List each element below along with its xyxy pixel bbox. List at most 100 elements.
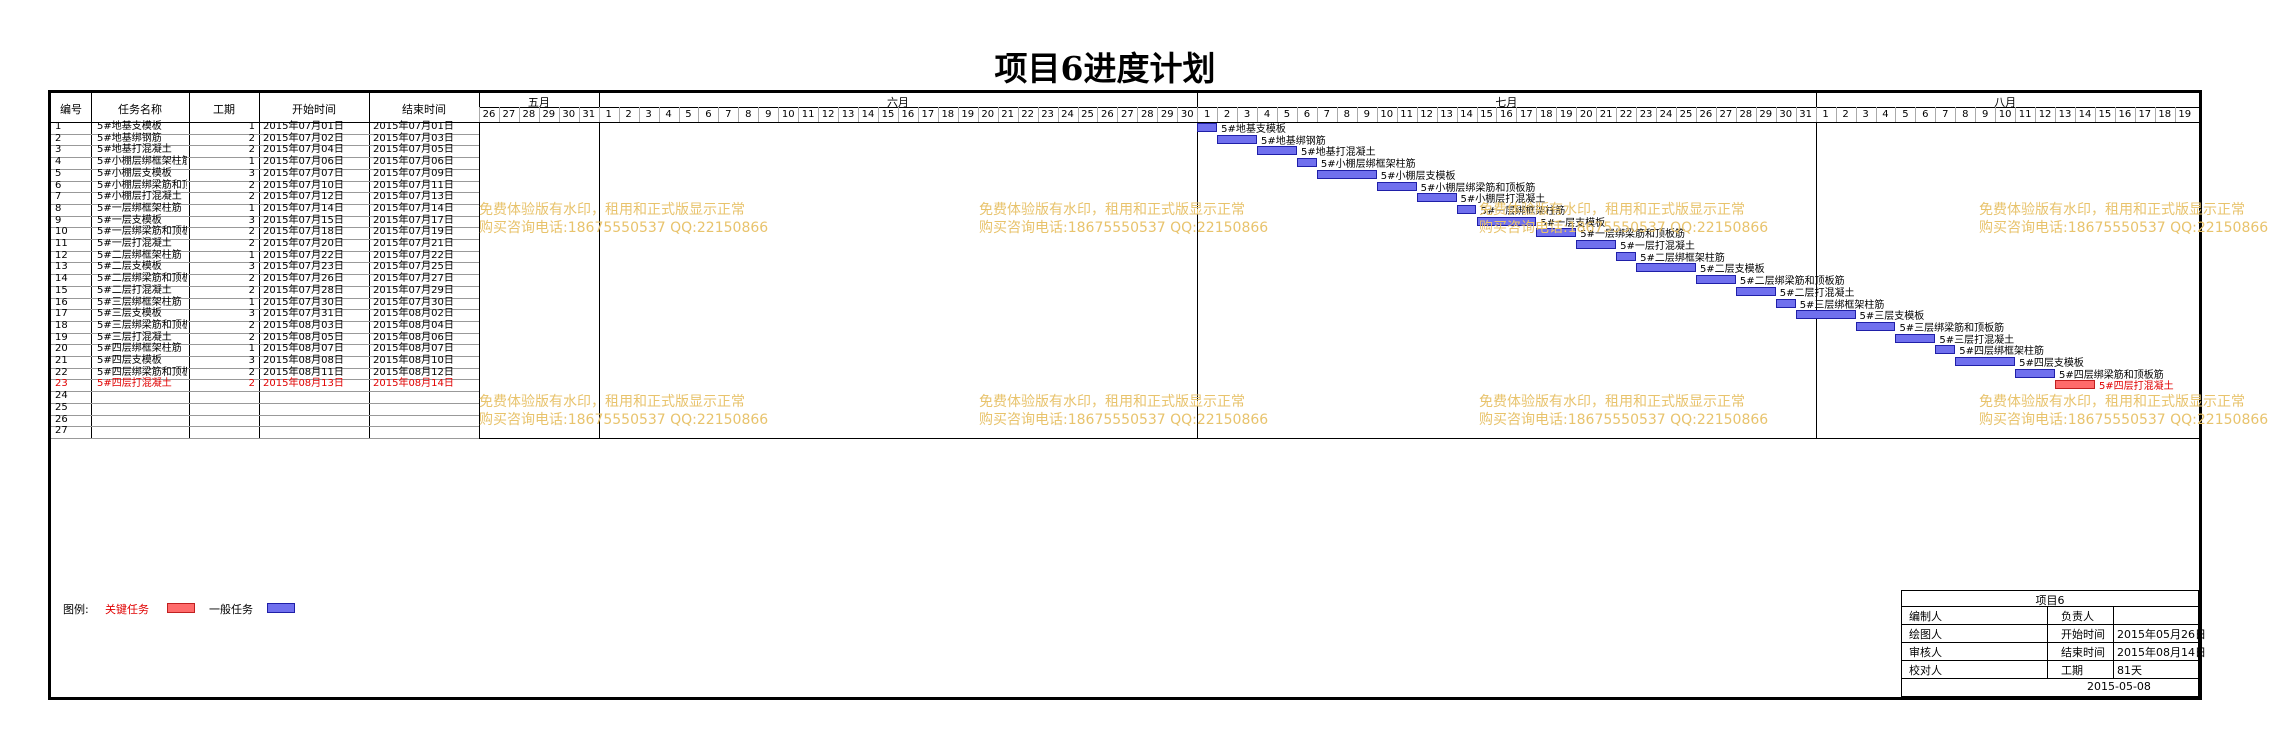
month-label: 八月 xyxy=(1994,96,2017,109)
day-divider xyxy=(718,107,720,122)
task-end: 2015年08月07日 xyxy=(373,343,454,355)
day-label: 15 xyxy=(2098,109,2112,120)
task-bar[interactable] xyxy=(1536,228,1577,238)
watermark: 免费体验版有水印，租用和正式版显示正常购买咨询电话:18675550537 QQ… xyxy=(479,201,768,237)
task-bar-label: 5#一层绑框架柱筋 xyxy=(1480,205,1566,217)
task-duration: 2 xyxy=(248,144,255,156)
day-label: 9 xyxy=(765,109,772,120)
task-bar[interactable] xyxy=(1955,357,2016,366)
watermark-line: 购买咨询电话:18675550537 QQ:22150866 xyxy=(1979,220,2269,236)
task-duration: 2 xyxy=(248,226,255,238)
day-divider xyxy=(1017,107,1019,122)
day-divider xyxy=(1157,107,1159,122)
task-start: 2015年08月08日 xyxy=(263,355,344,366)
task-bar[interactable] xyxy=(1855,321,1896,331)
row-divider xyxy=(51,356,479,357)
row-divider xyxy=(51,133,479,135)
task-bar-label: 5#二层打混凝土 xyxy=(1779,287,1855,299)
day-divider xyxy=(598,107,600,122)
day-label: 29 xyxy=(1160,109,1174,120)
task-start: 2015年07月07日 xyxy=(263,167,344,179)
task-start: 2015年07月20日 xyxy=(263,238,344,249)
day-divider xyxy=(798,107,800,122)
row-divider xyxy=(51,332,479,334)
watermark-line: 免费体验版有水印，租用和正式版显示正常 xyxy=(979,202,1245,218)
task-end: 2015年07月14日 xyxy=(373,202,454,214)
info-box-label: 开始时间 xyxy=(2061,628,2105,641)
info-box-label: 审核人 xyxy=(1909,646,1942,659)
task-name: 5#小棚层绑框架柱筋 xyxy=(97,156,187,168)
task-bar[interactable] xyxy=(2015,368,2056,378)
task-bar[interactable] xyxy=(1456,204,1477,214)
day-divider xyxy=(1296,107,1298,122)
empty-row-id: 26 xyxy=(55,413,68,425)
day-divider xyxy=(937,107,939,122)
task-bar[interactable] xyxy=(1695,275,1736,285)
day-label: 27 xyxy=(1120,109,1134,120)
day-label: 18 xyxy=(2158,109,2172,120)
day-divider xyxy=(2154,107,2156,122)
task-bar[interactable] xyxy=(1217,134,1258,144)
day-label: 2 xyxy=(1842,109,1849,120)
task-id: 3 xyxy=(55,144,62,156)
day-label: 5 xyxy=(1902,109,1909,120)
task-bar[interactable] xyxy=(1476,216,1537,226)
task-id: 17 xyxy=(55,308,68,320)
watermark: 免费体验版有水印，租用和正式版显示正常购买咨询电话:18675550537 QQ… xyxy=(1479,393,1768,429)
task-id: 2 xyxy=(55,132,62,144)
task-start: 2015年08月11日 xyxy=(263,366,344,378)
day-divider xyxy=(1935,107,1937,122)
task-bar[interactable] xyxy=(1935,345,1956,355)
day-label: 7 xyxy=(1323,109,1331,120)
day-label: 22 xyxy=(1619,109,1633,120)
day-label: 17 xyxy=(921,109,935,120)
day-label: 14 xyxy=(1460,109,1473,120)
task-bar[interactable] xyxy=(1257,146,1297,156)
day-label: 30 xyxy=(1779,109,1793,120)
task-bar[interactable] xyxy=(1376,181,1417,191)
task-name: 5#三层支模板 xyxy=(97,308,162,320)
day-divider xyxy=(1636,107,1638,122)
task-bar[interactable] xyxy=(1296,158,1317,168)
task-end: 2015年08月04日 xyxy=(373,319,454,331)
task-bar[interactable] xyxy=(2055,380,2095,390)
day-divider xyxy=(1556,107,1558,122)
task-bar[interactable] xyxy=(1735,286,1776,296)
day-label: 30 xyxy=(562,109,576,120)
day-divider xyxy=(2055,107,2057,122)
task-bar[interactable] xyxy=(1795,310,1856,320)
day-label: 11 xyxy=(801,109,815,120)
info-box-row-line xyxy=(1901,678,2199,679)
column-header-id: 编号 xyxy=(60,103,82,116)
task-bar[interactable] xyxy=(1775,298,1796,308)
month-divider xyxy=(479,107,2199,108)
task-bar-label: 5#地基绑钢筋 xyxy=(1261,135,1326,147)
day-label: 13 xyxy=(1440,109,1453,120)
task-name: 5#小棚层打混凝土 xyxy=(97,191,182,203)
day-divider xyxy=(758,107,760,122)
day-divider xyxy=(1336,107,1338,122)
task-bar[interactable] xyxy=(1576,240,1617,249)
task-bar[interactable] xyxy=(1316,169,1377,179)
task-id: 19 xyxy=(55,331,68,343)
task-bar-label: 5#小棚层打混凝土 xyxy=(1460,194,1546,206)
task-end: 2015年08月06日 xyxy=(373,331,454,343)
watermark-line: 免费体验版有水印，租用和正式版显示正常 xyxy=(479,394,745,410)
empty-row-id: 25 xyxy=(55,401,68,413)
day-divider xyxy=(698,107,700,122)
task-name: 5#四层绑框架柱筋 xyxy=(97,343,182,355)
row-divider xyxy=(51,215,479,217)
day-divider xyxy=(1516,107,1518,122)
task-bar[interactable] xyxy=(1416,193,1457,203)
info-box-col-line xyxy=(2047,606,2048,678)
task-bar[interactable] xyxy=(1636,263,1696,273)
task-duration: 2 xyxy=(248,284,255,296)
day-label: 8 xyxy=(745,109,752,120)
task-bar[interactable] xyxy=(1895,333,1936,343)
task-bar[interactable] xyxy=(1197,123,1218,132)
day-divider xyxy=(1237,107,1239,122)
row-divider xyxy=(51,157,479,159)
task-end: 2015年07月11日 xyxy=(373,179,454,191)
task-bar[interactable] xyxy=(1616,251,1637,261)
task-name: 5#三层绑框架柱筋 xyxy=(97,296,182,308)
